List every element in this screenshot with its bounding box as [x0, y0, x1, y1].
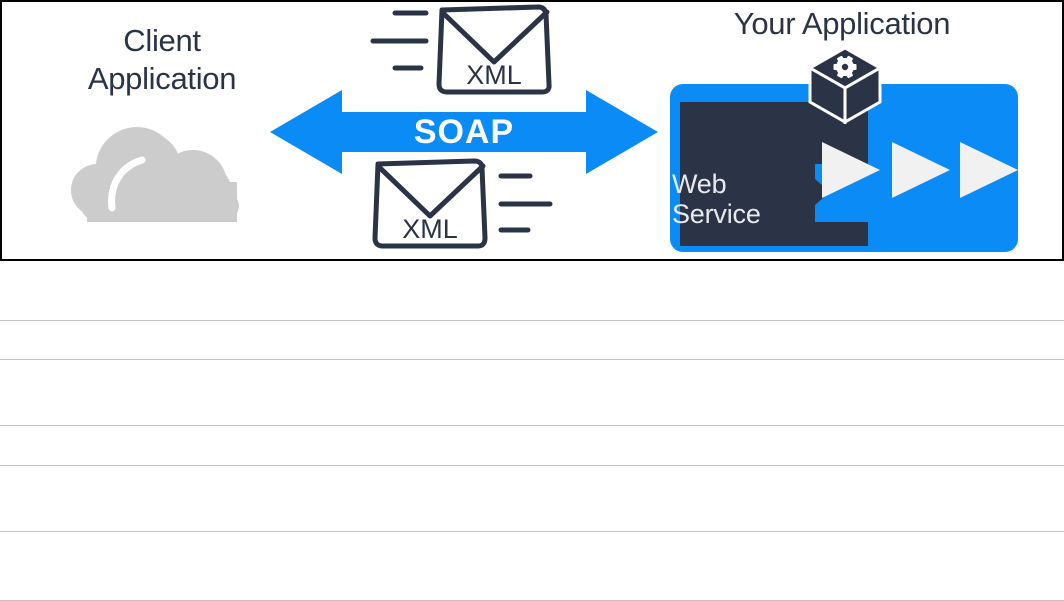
envelope-icon-response: XML: [372, 158, 553, 249]
client-application-group: Client Application: [32, 10, 292, 240]
your-application-title: Your Application: [733, 6, 951, 41]
table-row: [0, 359, 1064, 426]
your-application-group: Your Application Web Service: [662, 2, 1062, 259]
table-cell: [0, 320, 1064, 360]
table-row: [0, 261, 1064, 321]
table-cell: [0, 261, 1064, 321]
table-row: [0, 320, 1064, 360]
double-headed-arrow-icon: [270, 90, 658, 174]
envelope-icon-request: XML: [370, 4, 552, 95]
soap-diagram-panel: Client Application XML: [0, 0, 1064, 261]
envelope-bottom-label: XML: [402, 214, 458, 244]
cloud-icon: [71, 127, 239, 222]
table-body: [0, 261, 1064, 601]
soap-exchange-group: XML XML SOAP: [270, 2, 662, 259]
content-table: [0, 261, 1064, 601]
table-row: [0, 425, 1064, 466]
table-row: [0, 465, 1064, 533]
envelope-top-label: XML: [466, 60, 522, 90]
table-cell: [0, 359, 1064, 426]
web-service-label: Web Service: [672, 169, 761, 229]
table-cell: [0, 531, 1064, 601]
table-cell: [0, 425, 1064, 466]
table-row: [0, 531, 1064, 601]
client-application-title: Client Application: [87, 23, 237, 96]
gear-cube-icon: [807, 46, 883, 124]
web-service-block: [680, 102, 868, 246]
triangle-arrows-icon: [822, 142, 1018, 198]
table-cell: [0, 465, 1064, 533]
